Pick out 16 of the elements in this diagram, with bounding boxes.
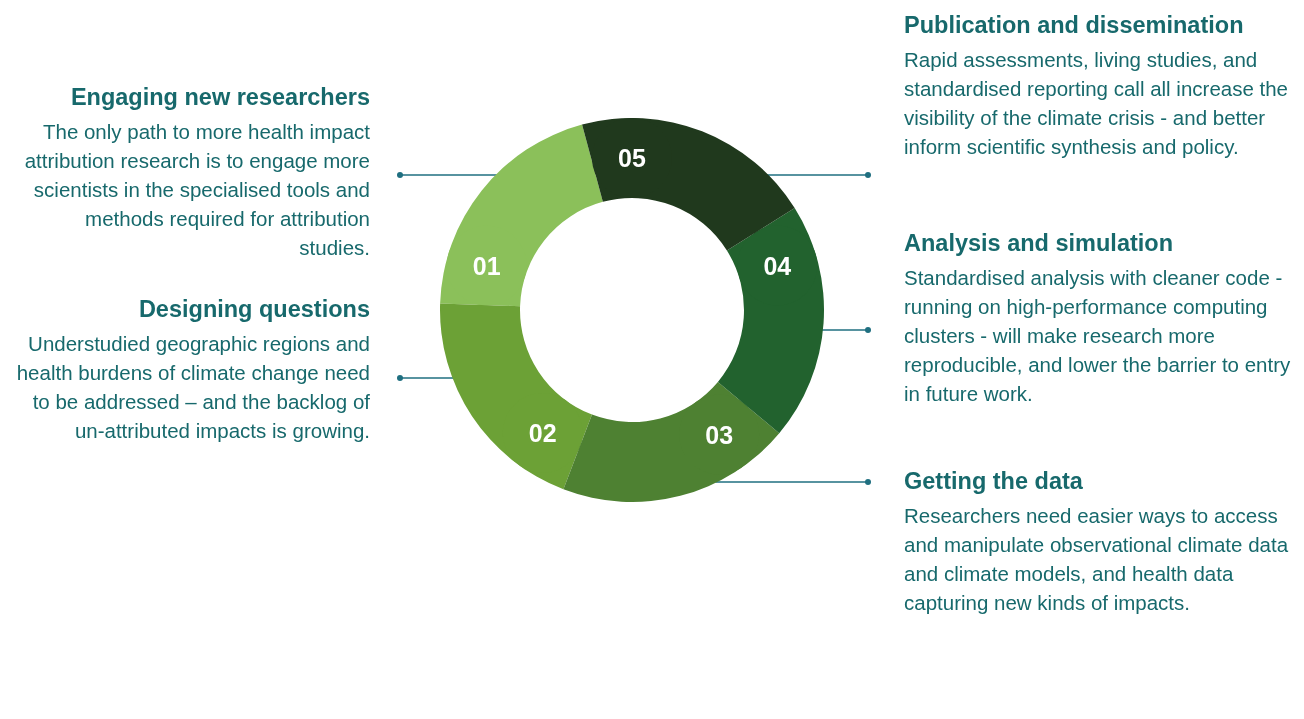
step-description: The only path to more health impact attribution research is to engage more scientists in the specialised tools and methods required for attribution studies. xyxy=(23,119,370,261)
step-number: 04 xyxy=(762,250,793,281)
step-heading: Publication and dissemination xyxy=(904,11,1245,39)
step-heading: Analysis and simulation xyxy=(904,229,1174,257)
step-description: Standardised analysis with cleaner code - running on high-performance computing clusters - will make research more reproducible, and lower the barrier to entry in future work. xyxy=(904,265,1292,407)
step-heading: Getting the data xyxy=(904,467,1084,495)
step-heading: Engaging new researchers xyxy=(69,83,370,111)
step-description: Researchers need easier ways to access and manipulate observational climate data and climate models, and health data capturing new kinds of impacts. xyxy=(904,503,1290,616)
step-number: 05 xyxy=(617,143,647,173)
step-number: 01 xyxy=(471,250,502,281)
leader-line xyxy=(714,479,871,485)
step-description: Understudied geographic regions and health burdens of climate change need to be addressed – and the backlog of un-attributed impacts is growing. xyxy=(15,331,370,444)
step-number: 03 xyxy=(704,419,735,450)
step-description: Rapid assessments, living studies, and standardised reporting call all increase the visibility of the climate crisis - and better inform scientific synthesis and policy. xyxy=(904,47,1290,160)
step-number: 02 xyxy=(527,417,558,448)
step-heading: Designing questions xyxy=(137,295,370,323)
